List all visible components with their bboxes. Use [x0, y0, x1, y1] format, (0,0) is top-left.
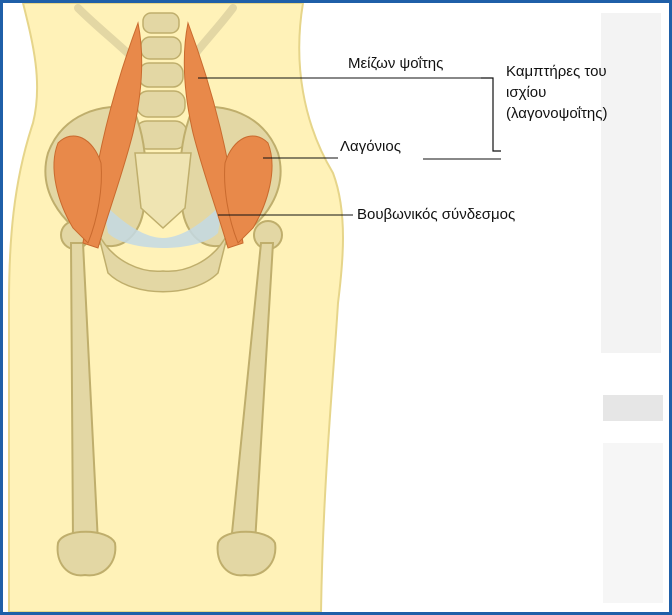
label-iliacus: Λαγόνιος: [340, 138, 401, 155]
flexors-bracket: [481, 78, 501, 151]
label-flexors-line2: ισχίου: [506, 84, 546, 101]
background-page-texture: [601, 13, 663, 603]
label-flexors-line3: (λαγονοψοΐτης): [506, 105, 607, 122]
anatomy-illustration: [3, 3, 669, 612]
label-inguinal-ligament: Βουβωνικός σύνδεσμος: [357, 206, 515, 223]
label-flexors-line1: Καμπτήρες του: [506, 63, 607, 80]
label-psoas-major: Μείζων ψοΐτης: [348, 55, 443, 72]
